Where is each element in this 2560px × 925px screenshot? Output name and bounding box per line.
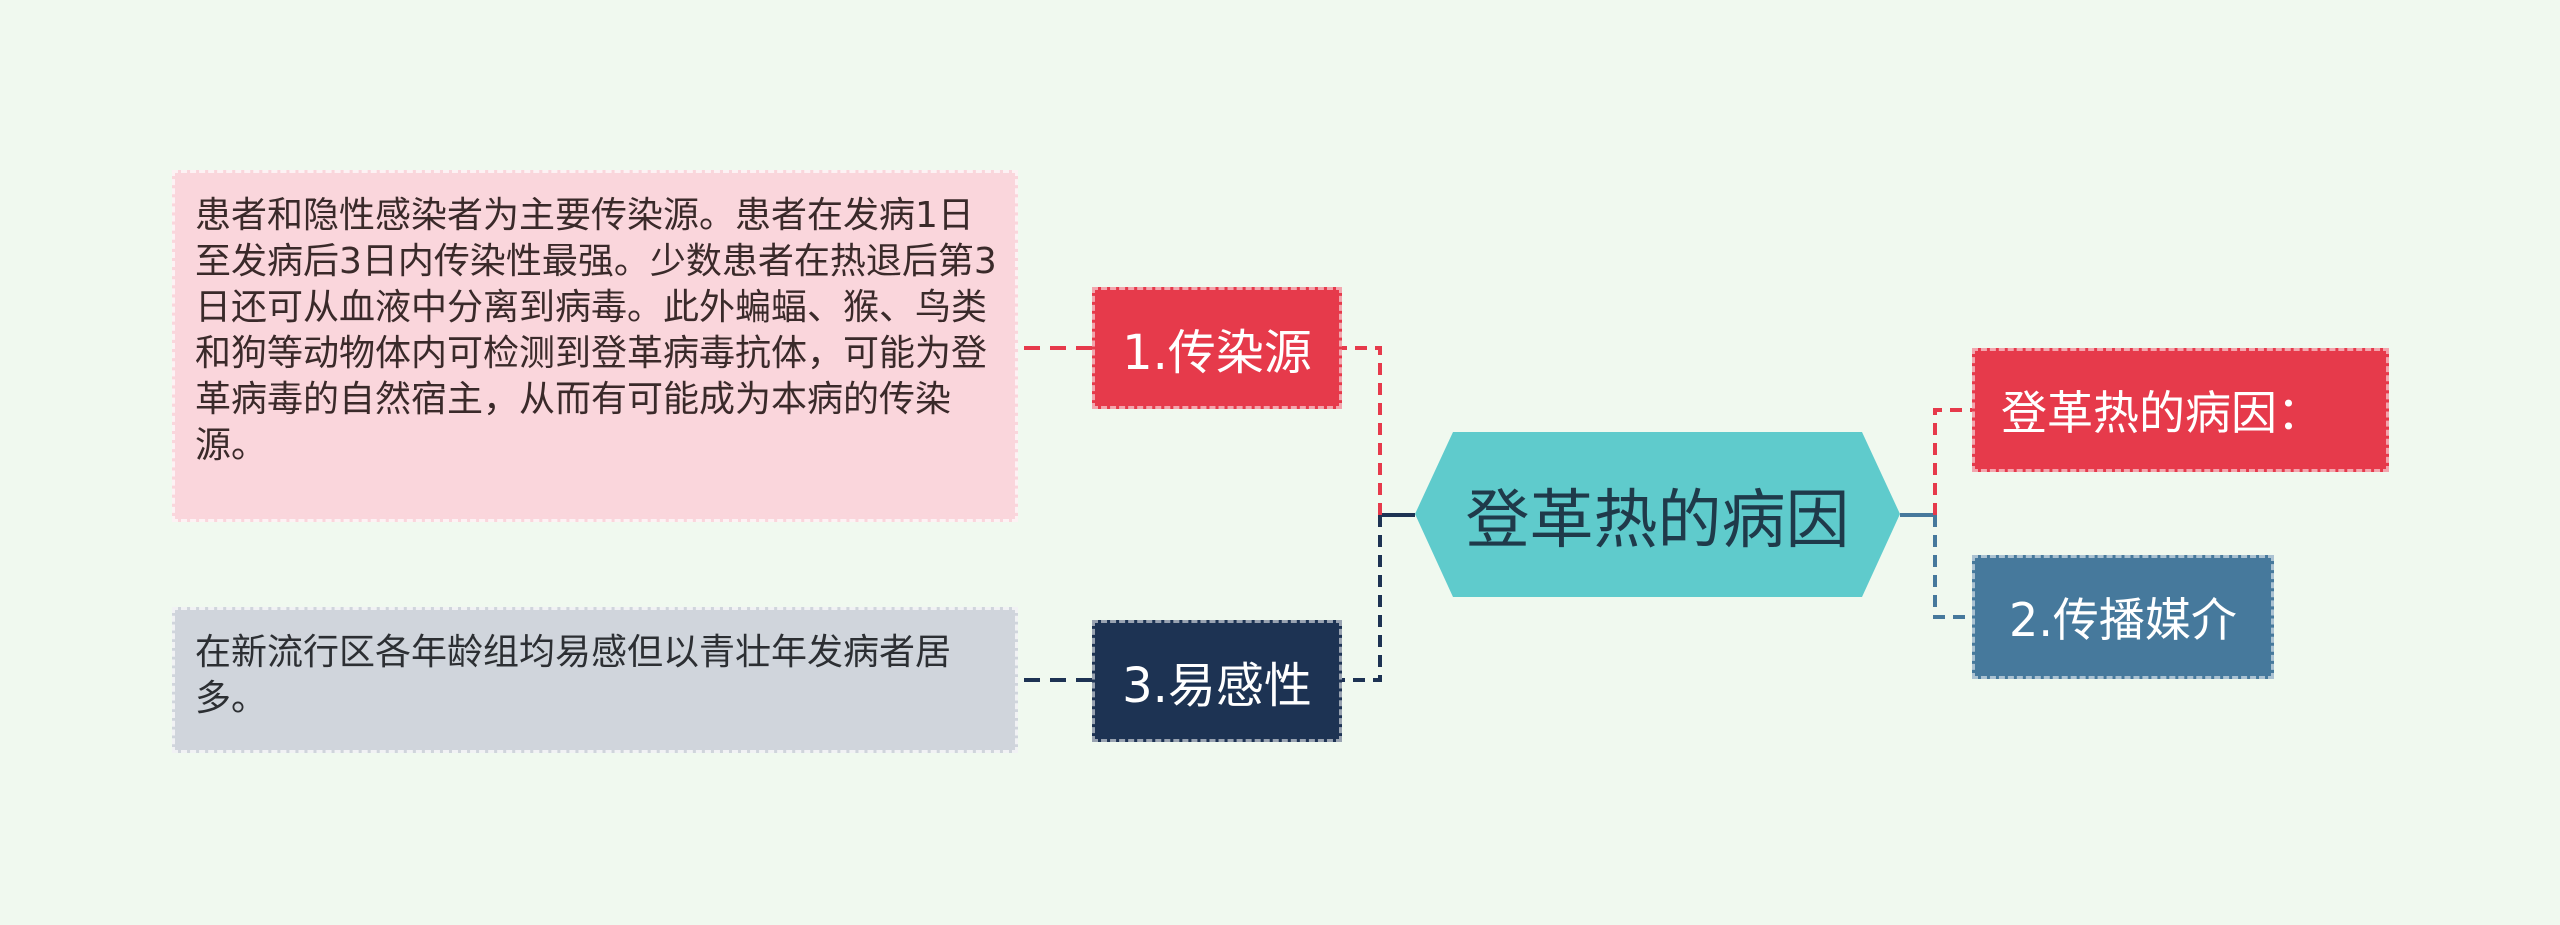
branch-source-label: 1.传染源 [1122,325,1312,381]
central-topic[interactable]: 登革热的病因 [1415,432,1900,597]
branch-vector[interactable]: 2.传播媒介 [1972,555,2274,679]
connector-to-vector [1933,515,1972,619]
branch-cause-label: 登革热的病因： [2001,386,2323,440]
detail-source[interactable]: 患者和隐性感染者为主要传染源。患者在发病1日至发病后3日内传染性最强。少数患者在… [172,170,1018,522]
connector-to-cause [1933,408,1972,515]
branch-susceptibility[interactable]: 3.易感性 [1092,620,1342,742]
detail-source-text: 患者和隐性感染者为主要传染源。患者在发病1日至发病后3日内传染性最强。少数患者在… [195,195,997,466]
branch-cause[interactable]: 登革热的病因： [1972,348,2389,472]
branch-susceptibility-label: 3.易感性 [1122,658,1312,714]
branch-source[interactable]: 1.传染源 [1092,287,1342,409]
central-topic-shape [1415,432,1900,597]
branch-vector-label: 2.传播媒介 [2009,593,2237,647]
central-topic-label: 登革热的病因 [1465,483,1850,558]
connector-to-source [1340,346,1382,515]
connector-to-susceptibility [1340,515,1382,682]
detail-susceptibility[interactable]: 在新流行区各年龄组均易感但以青壮年发病者居多。 [172,607,1018,753]
detail-susceptibility-text: 在新流行区各年龄组均易感但以青壮年发病者居多。 [195,632,952,719]
